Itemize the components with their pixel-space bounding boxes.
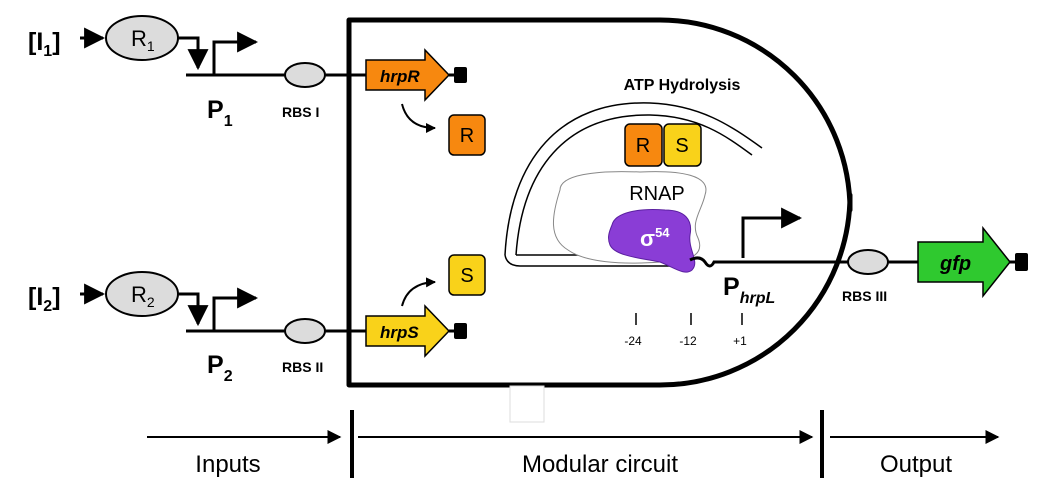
gene-gfp: gfp (917, 225, 1028, 299)
hrpR-expression-arrow (401, 103, 436, 133)
gfp-terminator (1015, 253, 1028, 271)
rbs-3 (847, 249, 889, 275)
promoter-hrpl-arrow (741, 207, 803, 258)
position-m24-label: -24 (624, 334, 642, 348)
protein-r-bound (624, 123, 663, 167)
rbs-1-label: RBS I (282, 104, 319, 120)
hrpR-label: hrpR (380, 67, 420, 86)
dna-output-line (689, 256, 1018, 268)
protein-r-free (448, 114, 486, 156)
repression-1-arrow (178, 36, 209, 71)
sigma54-label: σ54 (640, 225, 670, 251)
hrpR-terminator (454, 67, 467, 83)
gene-hrpR: hrpR (365, 48, 467, 102)
hrpS-terminator (454, 323, 467, 339)
dna-loop-outer (504, 102, 763, 256)
promoter-2-arrow (212, 287, 259, 331)
hrpS-arrow (365, 304, 451, 358)
gfp-arrow (917, 225, 1011, 299)
protein-s-free-label: S (460, 265, 473, 287)
protein-s-bound-label: S (675, 135, 688, 157)
hrpS-label: hrpS (380, 323, 419, 342)
position-p1-label: +1 (733, 334, 747, 348)
regulator-r1-label: R1 (131, 26, 155, 54)
rnap-label: RNAP (629, 183, 685, 205)
repression-2-arrow (178, 292, 209, 327)
input-1-label: [I1] (28, 28, 61, 60)
gfp-label: gfp (939, 253, 971, 275)
rbs-1 (284, 62, 326, 88)
atp-hydrolysis-label: ATP Hydrolysis (624, 77, 741, 94)
input-1-group: [I1] R1 P1 RBS I (28, 15, 370, 130)
hrpS-expression-arrow (401, 277, 436, 307)
promoter-p1-label: P1 (207, 96, 233, 130)
section-output-label: Output (880, 451, 952, 478)
regulator-r2-label: R2 (131, 282, 155, 310)
sigma54-blob (608, 209, 696, 273)
protein-s-bound (663, 123, 702, 167)
box-tab (509, 385, 545, 423)
protein-r-bound-label: R (636, 135, 650, 157)
promoter-1-arrow (212, 31, 259, 75)
circuit-box (346, 17, 853, 388)
gene-hrpS: hrpS (365, 304, 467, 358)
hrpR-arrow (365, 48, 451, 102)
dna-loop-inner (515, 114, 753, 256)
dna-loop-base (504, 254, 690, 267)
promoter-hrpl-label: PhrpL (723, 273, 775, 307)
section-inputs-label: Inputs (195, 451, 260, 478)
protein-s-free (448, 254, 486, 296)
rbs-2-label: RBS II (282, 359, 323, 375)
input-2-label: [I2] (28, 283, 61, 315)
promoter-p2-label: P2 (207, 351, 233, 385)
rbs-2 (284, 318, 326, 344)
input-2-group: [I2] R2 P2 RBS II (28, 271, 370, 385)
protein-r-free-label: R (460, 125, 474, 147)
rbs-3-label: RBS III (842, 288, 887, 304)
position-m12-label: -12 (679, 334, 697, 348)
section-circuit-label: Modular circuit (522, 451, 678, 478)
